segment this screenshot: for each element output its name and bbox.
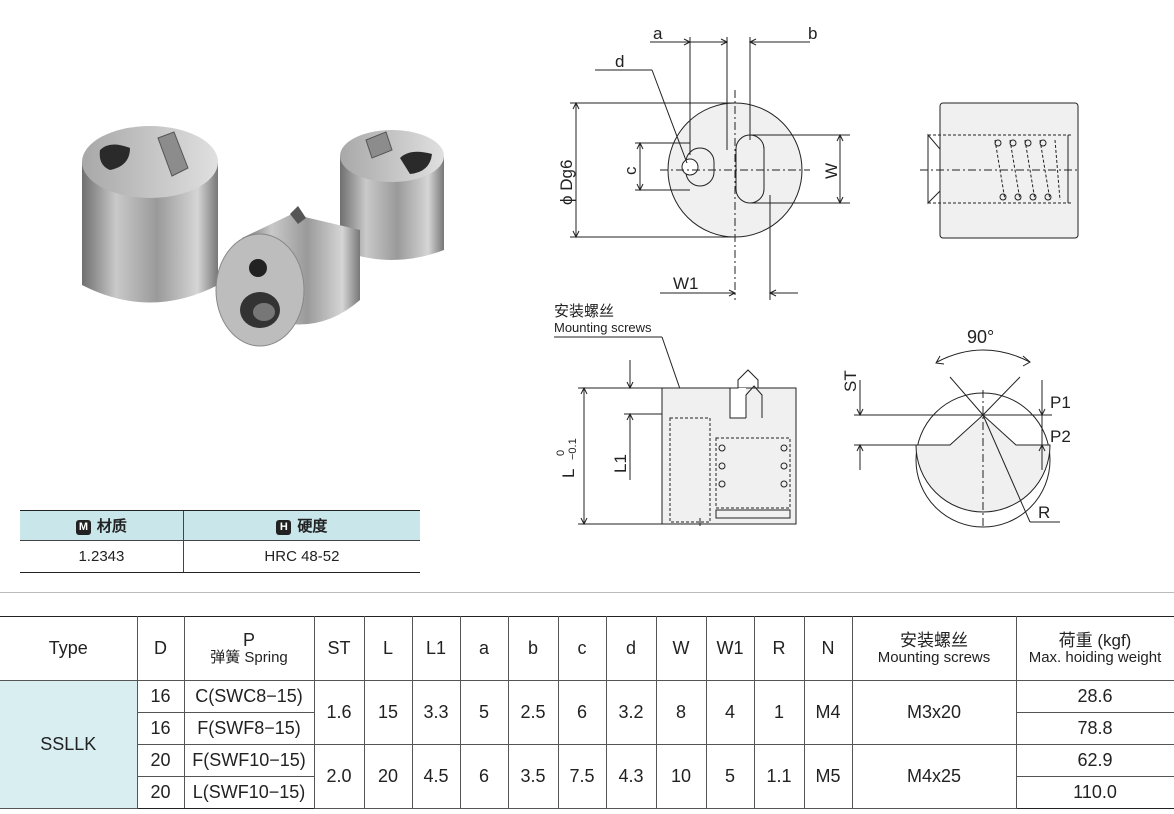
cell-c: 7.5 <box>557 744 607 809</box>
header-w: W <box>655 616 707 681</box>
type-cell: SSLLK <box>0 680 138 809</box>
cell-w: 10 <box>655 744 707 809</box>
cell-st: 2.0 <box>313 744 365 809</box>
header-c: c <box>557 616 607 681</box>
header-b: b <box>507 616 559 681</box>
cell-n: M5 <box>803 744 853 809</box>
hardness-value: HRC 48-52 <box>182 540 420 573</box>
material-value: 1.2343 <box>20 540 184 573</box>
cell-p: C(SWC8−15) <box>183 680 315 713</box>
cell-a: 5 <box>459 680 509 745</box>
dim-b-label: b <box>808 24 817 43</box>
header-d: D <box>136 616 185 681</box>
angle-label: 90° <box>967 327 994 347</box>
cell-load: 78.8 <box>1015 712 1174 745</box>
header-l1: L1 <box>411 616 461 681</box>
header-a: a <box>459 616 509 681</box>
dim-c-label: c <box>621 166 640 175</box>
dim-l-label: L <box>559 469 578 478</box>
mount-label-en: Mounting screws <box>554 320 652 335</box>
dim-l-tol-bot: −0.1 <box>567 438 579 460</box>
product-photo <box>82 126 444 347</box>
cell-n: M4 <box>803 680 853 745</box>
cell-d: 16 <box>137 712 185 745</box>
cell-p: L(SWF10−15) <box>183 776 315 809</box>
cell-w: 8 <box>655 680 707 745</box>
dim-d-label: d <box>615 52 624 71</box>
dim-r-label: R <box>1038 503 1050 522</box>
mount-label-cn: 安装螺丝 <box>554 303 614 320</box>
cell-p: F(SWF10−15) <box>183 744 315 777</box>
cell-w1: 5 <box>705 744 755 809</box>
cell-d-small: 3.2 <box>605 680 657 745</box>
header-st: ST <box>313 616 365 681</box>
cell-load: 110.0 <box>1015 776 1174 809</box>
cell-load: 62.9 <box>1015 744 1174 777</box>
cell-r: 1 <box>753 680 805 745</box>
header-r: R <box>753 616 805 681</box>
dim-w1-label: W1 <box>673 274 699 293</box>
dim-p2-label: P2 <box>1050 427 1071 446</box>
dim-st-label: ST <box>841 370 860 392</box>
table-row: SSLLK 16 C(SWC8−15) 1.6 15 3.3 5 2.5 6 3… <box>0 680 1174 809</box>
header-type: Type <box>0 616 138 681</box>
table-row: 16 F(SWF8−15) 78.8 <box>0 712 1174 745</box>
dim-l-tol-top: 0 <box>555 450 567 456</box>
dim-w-label: W <box>822 163 841 179</box>
cell-b: 2.5 <box>507 680 559 745</box>
header-w1: W1 <box>705 616 755 681</box>
material-badge: M <box>75 520 91 535</box>
cell-l: 15 <box>363 680 413 745</box>
tip-detail-drawing: 90° ST P1 P2 R <box>841 327 1071 528</box>
dim-dg6-label: ϕ Dg6 <box>557 160 576 205</box>
cell-l1: 4.5 <box>411 744 461 809</box>
cell-b: 3.5 <box>507 744 559 809</box>
header-l: L <box>363 616 413 681</box>
table-row: 20 L(SWF10−15) 110.0 <box>0 776 1174 809</box>
cell-d: 20 <box>137 776 185 809</box>
cell-r: 1.1 <box>753 744 805 809</box>
cell-load: 28.6 <box>1015 680 1174 713</box>
section-divider <box>0 592 1174 593</box>
header-d-small: d <box>605 616 657 681</box>
dim-p1-label: P1 <box>1050 393 1071 412</box>
cell-mount: M3x20 <box>851 680 1017 745</box>
cell-l: 20 <box>363 744 413 809</box>
dim-l1-label: L1 <box>611 454 630 473</box>
cell-st: 1.6 <box>313 680 365 745</box>
side-view-drawing <box>920 102 1080 239</box>
top-view-drawing: a b d ϕ Dg6 c W W1 <box>557 24 850 300</box>
cell-l1: 3.3 <box>411 680 461 745</box>
header-load: 荷重 (kgf)Max. hoiding weight <box>1015 616 1174 681</box>
cell-w1: 4 <box>705 680 755 745</box>
hardness-badge: H <box>276 520 292 535</box>
cell-p: F(SWF8−15) <box>183 712 315 745</box>
header-n: N <box>803 616 853 681</box>
cell-d: 20 <box>137 744 185 777</box>
dim-a-label: a <box>653 24 663 43</box>
cell-a: 6 <box>459 744 509 809</box>
table-row: 20 F(SWF10−15) 2.0 20 4.5 6 3.5 7.5 4.3 … <box>0 744 1174 809</box>
cell-d-small: 4.3 <box>605 744 657 809</box>
cell-d: 16 <box>136 680 185 713</box>
cell-c: 6 <box>557 680 607 745</box>
section-drawing: 安装螺丝 Mounting screws L 0 −0.1 L1 <box>554 303 797 526</box>
cell-mount: M4x25 <box>851 744 1017 809</box>
